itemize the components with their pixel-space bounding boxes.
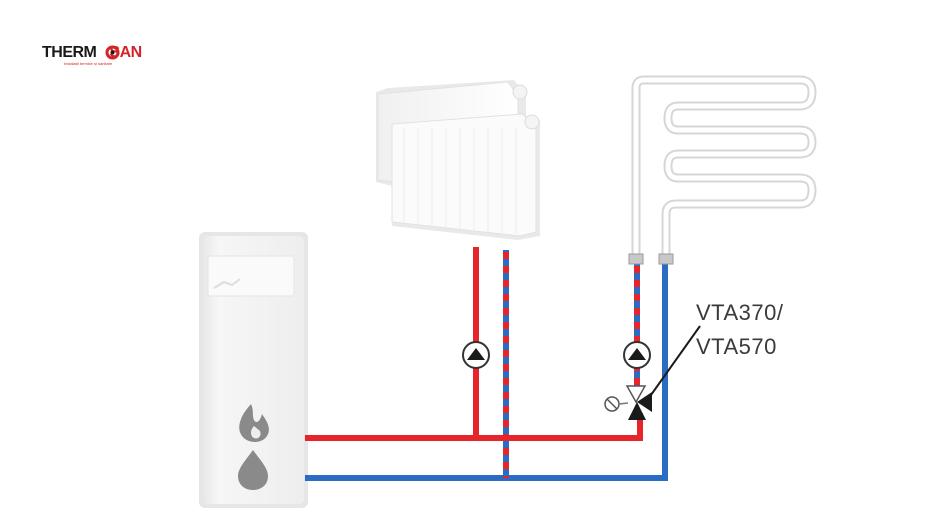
valve-label-line1: VTA370/ xyxy=(696,300,784,325)
radiator xyxy=(376,80,540,240)
valve-label-line2: VTA570 xyxy=(696,334,777,359)
logo-brand-part1: THERM xyxy=(42,44,97,61)
boiler xyxy=(199,232,308,508)
pump-icon xyxy=(462,341,490,369)
flame-icon xyxy=(239,404,269,442)
valve-icon xyxy=(604,385,652,420)
logo-tagline: Instalații termice și sanitare xyxy=(64,61,113,66)
oil-drop-icon xyxy=(238,450,268,490)
logo-ring-icon xyxy=(105,45,120,60)
valve-label-leader xyxy=(645,325,701,403)
return-pipes xyxy=(305,259,668,481)
pump-icon xyxy=(623,341,651,369)
mixed-pipes xyxy=(503,250,640,478)
floor-heating-loop xyxy=(631,75,817,260)
floor-loop-connectors xyxy=(628,253,674,265)
